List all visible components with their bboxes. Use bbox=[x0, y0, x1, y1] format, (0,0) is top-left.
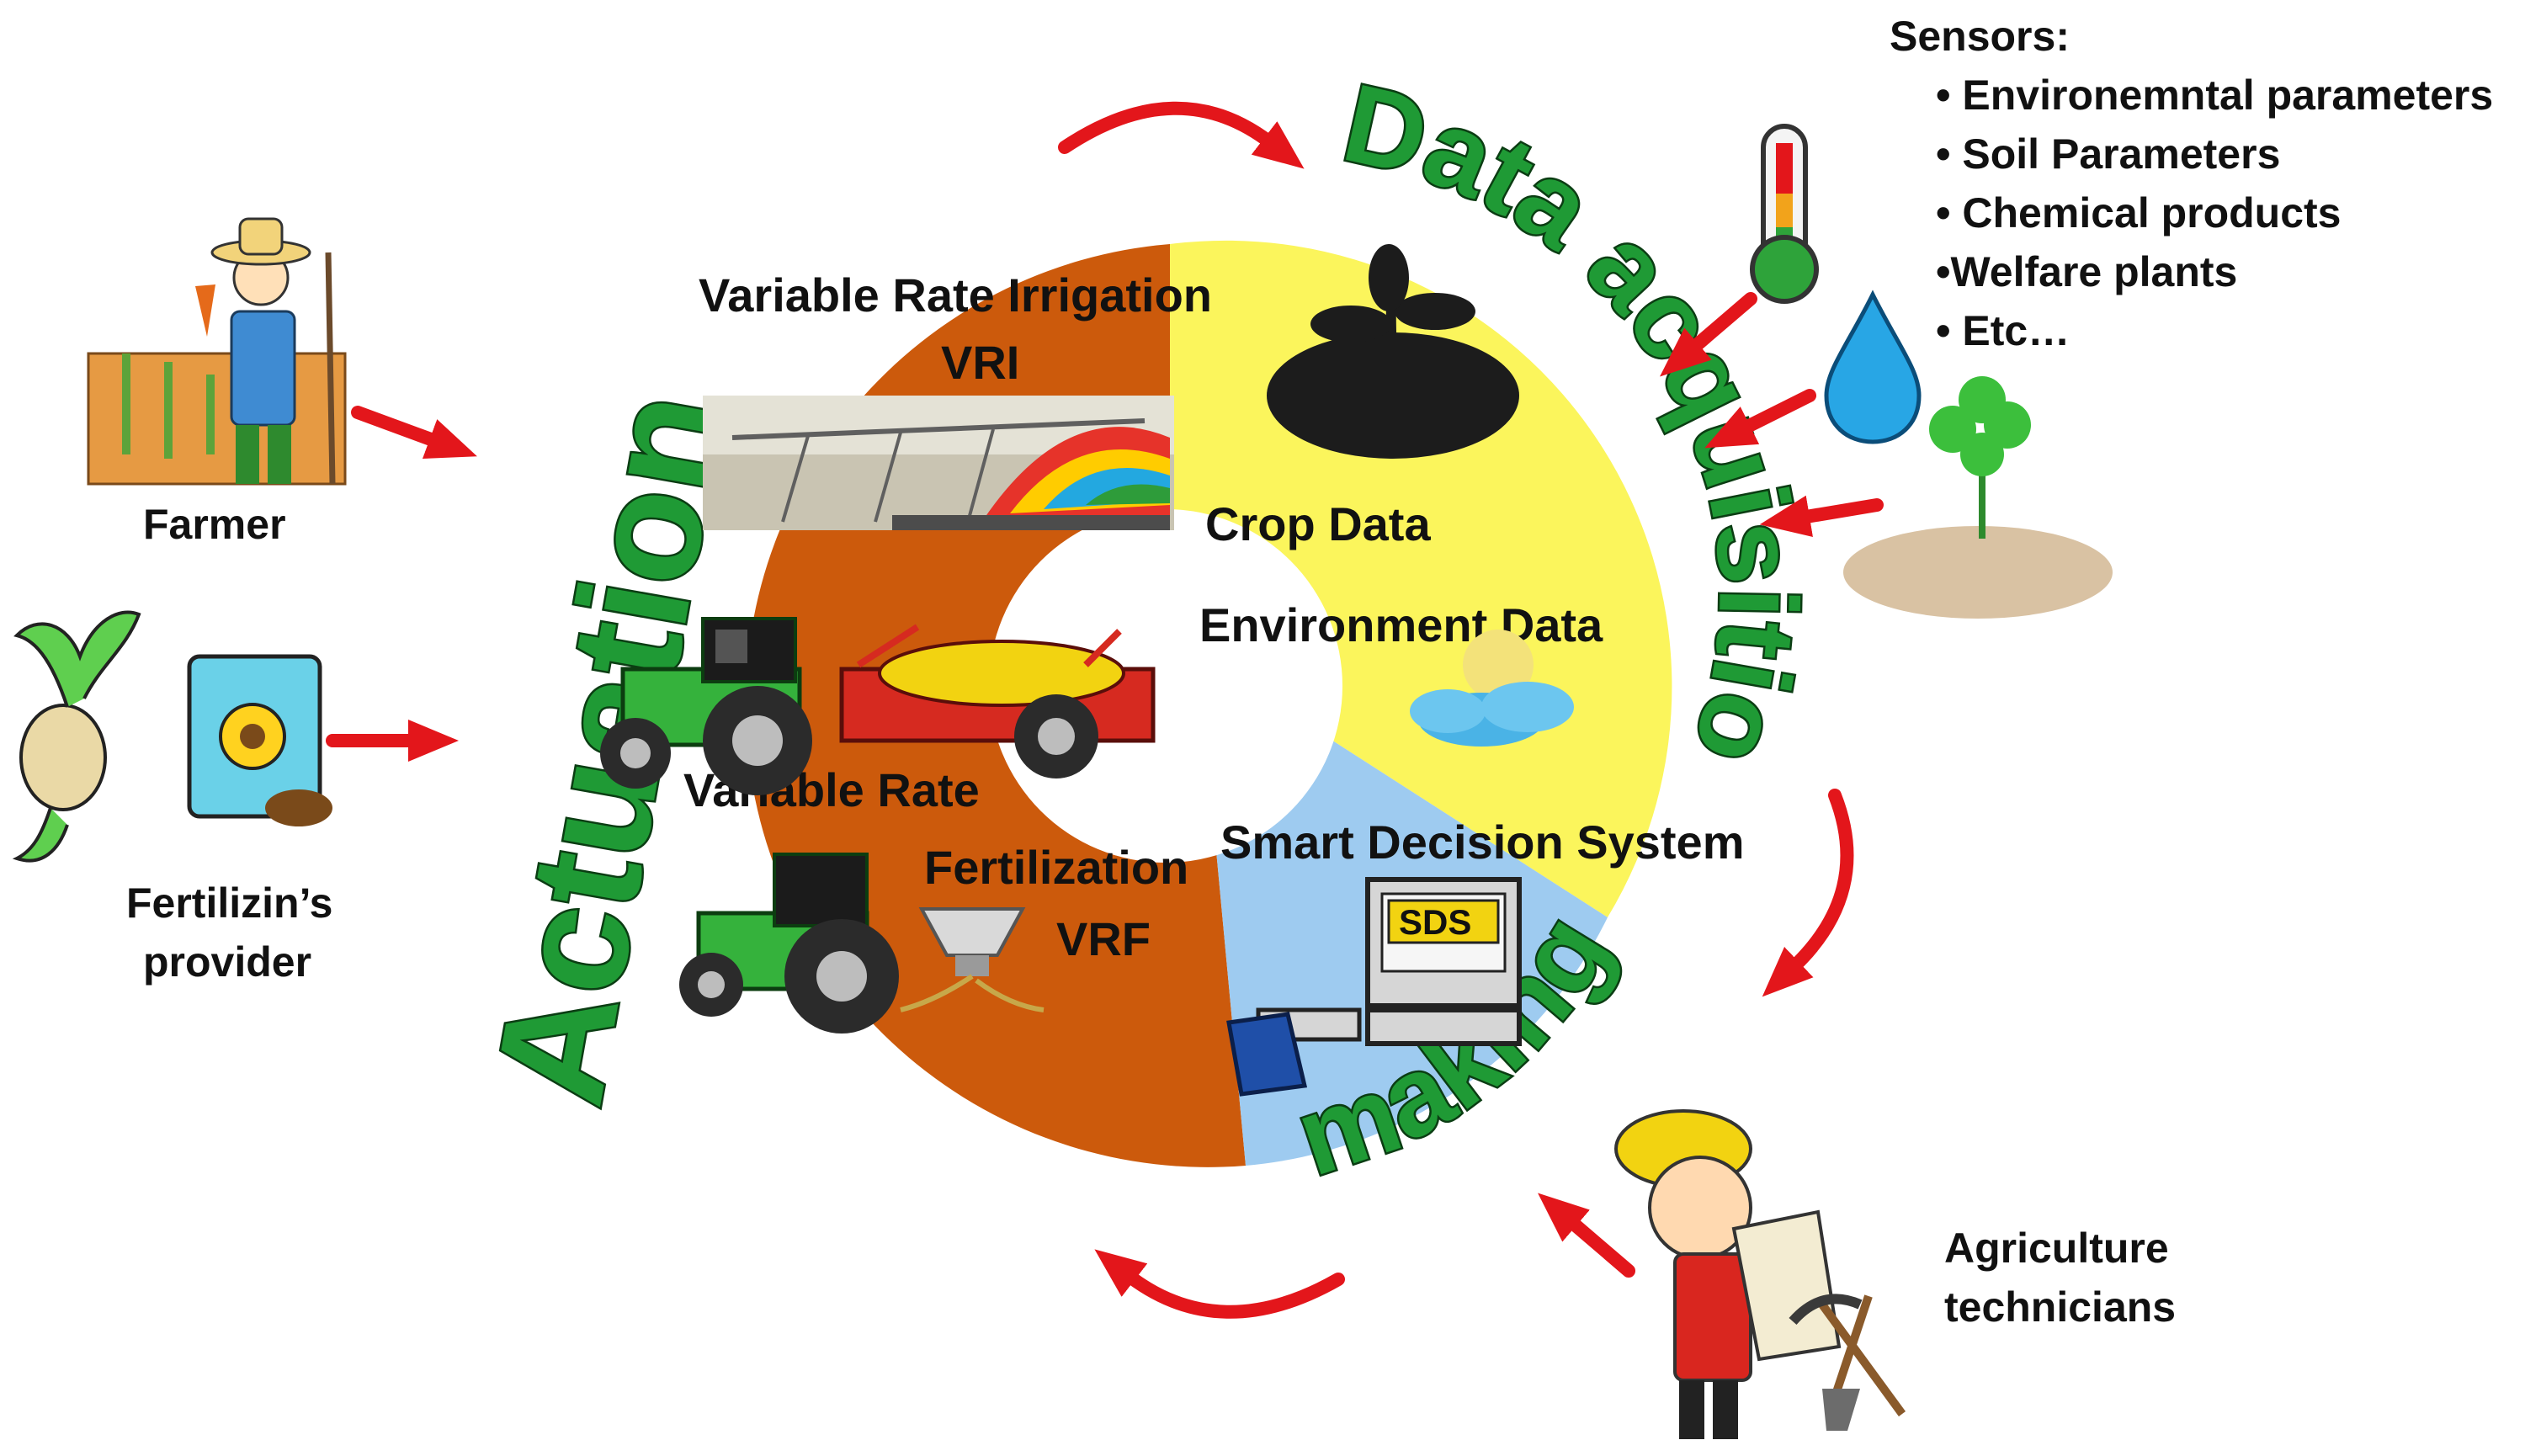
sensor-item-4: •Welfare plants bbox=[1936, 248, 2237, 295]
arrow-cycle-top bbox=[1065, 109, 1271, 147]
technician-icon bbox=[1616, 1111, 1839, 1439]
farmer-icon bbox=[88, 219, 345, 484]
fertilizer-bag-icon bbox=[189, 656, 332, 826]
arrow-technician bbox=[1570, 1220, 1629, 1271]
arrow-plant-soil bbox=[1801, 505, 1877, 518]
vrf-line2: Fertilization bbox=[924, 841, 1188, 894]
vrf-line3: VRF bbox=[1056, 912, 1151, 965]
sensor-item-3: • Chemical products bbox=[1936, 189, 2342, 236]
smart-decision-system-label: Smart Decision System bbox=[1220, 816, 1744, 869]
farmer-label: Farmer bbox=[143, 501, 286, 548]
technicians-label-1: Agriculture bbox=[1944, 1225, 2169, 1272]
technicians-label-2: technicians bbox=[1944, 1283, 2176, 1331]
fertilizer-provider-label-2: provider bbox=[143, 938, 311, 986]
environment-data-label: Environment Data bbox=[1199, 598, 1603, 651]
seed-icon bbox=[17, 612, 139, 860]
arrow-cycle-right bbox=[1793, 795, 1847, 968]
arrow-farmer bbox=[358, 412, 438, 442]
vri-title: Variable Rate Irrigation bbox=[699, 268, 1212, 321]
vri-abbrev: VRI bbox=[941, 336, 1019, 389]
fertilizer-provider-label-1: Fertilizin’s bbox=[126, 879, 332, 927]
tractor-icon bbox=[679, 854, 899, 1034]
sensor-item-5: • Etc… bbox=[1936, 307, 2070, 354]
sensors-title: Sensors: bbox=[1890, 13, 2070, 60]
thermometer-icon bbox=[1752, 126, 1816, 301]
crop-data-label: Crop Data bbox=[1205, 497, 1431, 550]
sensor-item-1: • Environemntal parameters bbox=[1936, 72, 2493, 119]
sensor-item-2: • Soil Parameters bbox=[1936, 130, 2280, 178]
water-drop-icon bbox=[1826, 295, 1919, 442]
sds-badge: SDS bbox=[1399, 902, 1471, 942]
irrigation-icon bbox=[703, 396, 1174, 530]
arrow-cycle-bottom bbox=[1128, 1275, 1338, 1312]
